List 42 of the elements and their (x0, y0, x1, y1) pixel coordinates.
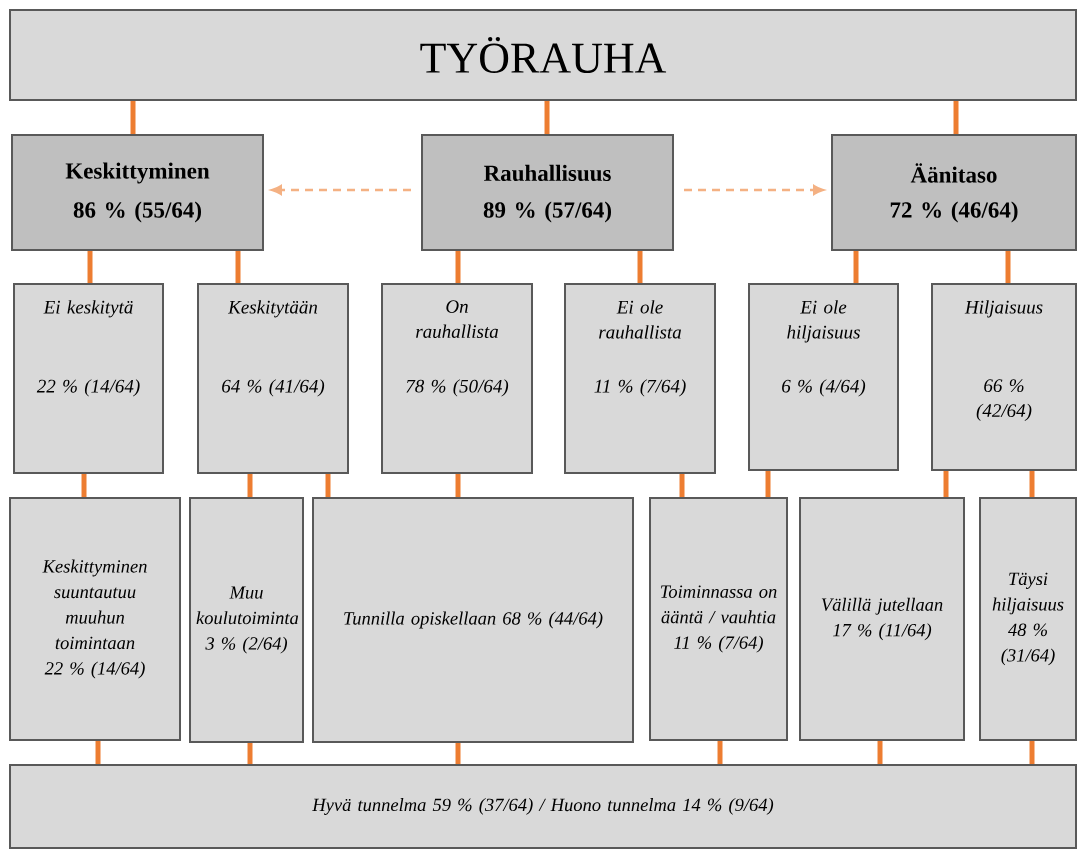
result-box: Tunnilla opiskellaan 68 % (44/64) (312, 497, 634, 743)
result-box: Keskittyminen suuntautuu muuhun toimintaan 22 % (14/64) (9, 497, 181, 741)
category-box: Rauhallisuus 89 % (57/64) (421, 134, 674, 251)
connector-line (130, 101, 136, 134)
title-box: TYÖRAUHA (9, 9, 1077, 101)
connector-line (765, 471, 771, 497)
result-box: Toiminnassa on ääntä / vauhtia 11 % (7/64) (649, 497, 788, 741)
subcategory-box: Keskitytään 64 % (41/64) (197, 283, 349, 474)
connector-line (943, 471, 949, 497)
connector-line (877, 741, 883, 764)
arrow (684, 185, 824, 195)
connector-line (81, 474, 87, 497)
summary-box: Hyvä tunnelma 59 % (37/64) / Huono tunnelma 14 % (9/64) (9, 764, 1077, 849)
connector-line (544, 101, 550, 134)
result-box: Muu koulutoiminta 3 % (2/64) (189, 497, 304, 743)
subcategory-box: On rauhallista 78 % (50/64) (381, 283, 533, 474)
subcategory-box: Hiljaisuus 66 % (42/64) (931, 283, 1077, 471)
connector-line (1029, 471, 1035, 497)
connector-line (953, 101, 959, 134)
connector-line (235, 251, 241, 283)
connector-line (95, 741, 101, 764)
subcategory-box: Ei ole rauhallista 11 % (7/64) (564, 283, 716, 474)
connector-line (637, 251, 643, 283)
result-box: Välillä jutellaan 17 % (11/64) (799, 497, 965, 741)
subcategory-box: Ei keskitytä 22 % (14/64) (13, 283, 164, 474)
connector-line (1005, 251, 1011, 283)
connector-line (87, 251, 93, 283)
subcategory-box: Ei ole hiljaisuus 6 % (4/64) (748, 283, 899, 471)
connector-line (717, 741, 723, 764)
connector-line (325, 474, 331, 497)
connector-line (853, 251, 859, 283)
category-box: Keskittyminen 86 % (55/64) (11, 134, 264, 251)
result-box: Täysi hiljaisuus 48 % (31/64) (979, 497, 1077, 741)
arrow (271, 185, 411, 195)
category-box: Äänitaso 72 % (46/64) (831, 134, 1077, 251)
connector-line (455, 743, 461, 764)
connector-line (455, 251, 461, 283)
connector-line (247, 474, 253, 497)
connector-line (1029, 741, 1035, 764)
connector-line (247, 743, 253, 764)
connector-line (455, 474, 461, 497)
connector-line (679, 474, 685, 497)
